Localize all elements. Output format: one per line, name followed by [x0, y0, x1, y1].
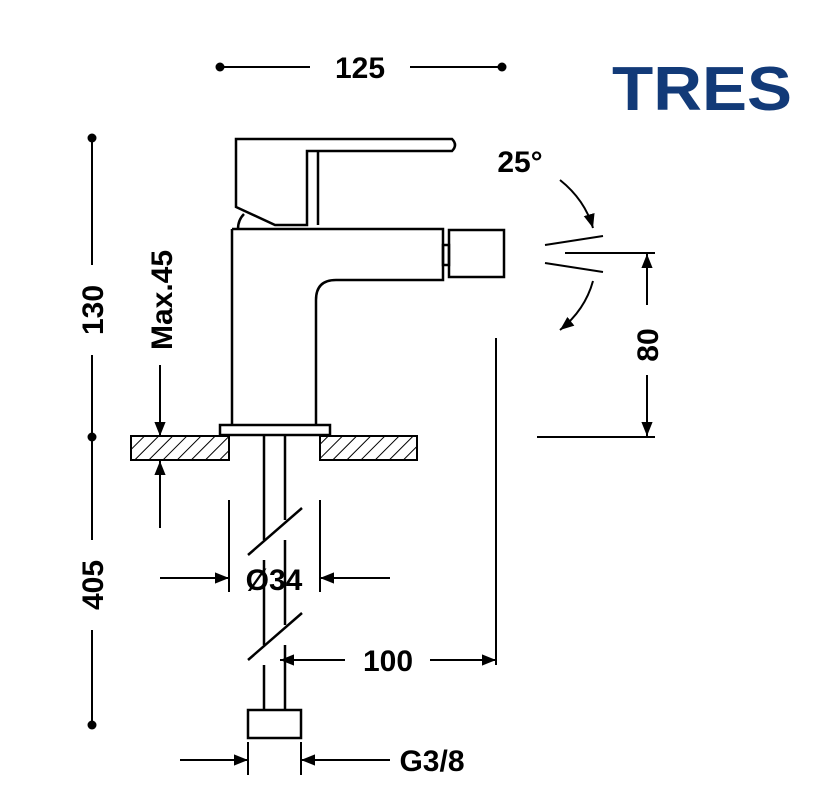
- connection-nut: [246, 708, 303, 740]
- faucet-body: [230, 227, 445, 425]
- supply-pipes: [262, 436, 287, 710]
- tres-logo: TRES: [612, 55, 792, 124]
- dim-spout-height-label: 80: [632, 328, 665, 361]
- dimension-lines: [91, 66, 655, 775]
- aerator: [447, 228, 506, 279]
- dim-height-upper-label: 130: [77, 285, 110, 335]
- dim-reach-label: 100: [363, 645, 413, 678]
- base-plate: [218, 423, 332, 437]
- dim-height-lower-label: 405: [77, 560, 110, 610]
- dim-connection-label: G3/8: [399, 745, 464, 778]
- dim-angle-label: 25°: [497, 146, 542, 179]
- dim-width-label: 125: [335, 52, 385, 85]
- dim-diameter-label: Ø34: [246, 564, 303, 597]
- svg-text:TRES: TRES: [612, 55, 792, 124]
- lever-handle: [234, 137, 457, 227]
- faucet-outline: [218, 137, 506, 740]
- dimension-endpoints: [87, 62, 507, 730]
- dim-max-thickness-label: Max.45: [146, 250, 179, 350]
- counter-top: [130, 435, 418, 461]
